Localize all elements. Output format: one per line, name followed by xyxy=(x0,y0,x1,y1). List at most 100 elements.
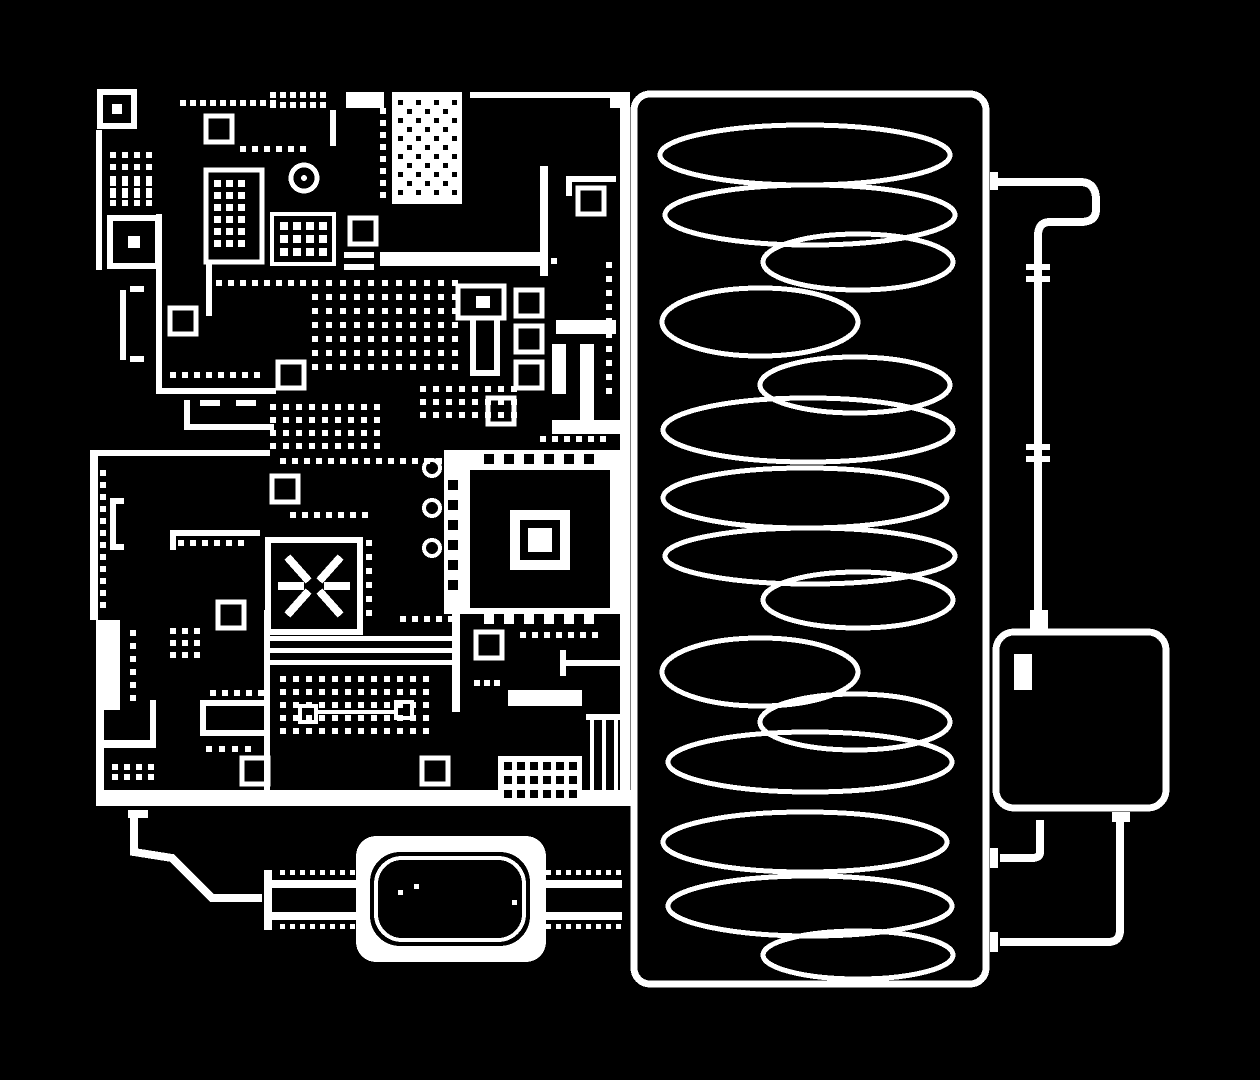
solder-dot xyxy=(122,164,128,170)
cable-dot xyxy=(320,870,325,875)
memory-hole xyxy=(407,127,412,132)
chip-cell xyxy=(238,192,245,199)
pad xyxy=(203,113,235,145)
cable-dot xyxy=(546,924,551,929)
solder-dot xyxy=(170,628,176,634)
solder-dot xyxy=(319,676,325,682)
solder-dot xyxy=(270,417,276,423)
solder-dot xyxy=(350,512,356,518)
chip-cell xyxy=(293,248,301,256)
bank-hole xyxy=(556,790,564,798)
solder-dot xyxy=(374,443,380,449)
solder-dot xyxy=(459,412,465,418)
solder-dot xyxy=(319,702,325,708)
solder-dot xyxy=(170,640,176,646)
solder-dot xyxy=(219,746,225,752)
cable-dot xyxy=(330,870,335,875)
solder-dot xyxy=(438,308,444,314)
memory-hole xyxy=(443,109,448,114)
solder-dot xyxy=(148,764,154,770)
solder-dot xyxy=(520,632,526,638)
power-cell xyxy=(990,172,1170,952)
cable-dot xyxy=(616,924,621,929)
solder-dot xyxy=(354,350,360,356)
board-left-edge-upper xyxy=(96,130,102,270)
solder-dot xyxy=(606,360,612,366)
pad xyxy=(167,305,199,337)
pad xyxy=(575,185,607,217)
solder-dot xyxy=(309,443,315,449)
chip-pin xyxy=(504,454,514,464)
solder-dot xyxy=(551,258,557,264)
fan-housing xyxy=(265,537,363,635)
pad-core xyxy=(128,236,140,248)
solder-dot xyxy=(290,92,296,98)
solder-dot xyxy=(564,436,570,442)
solder-dot xyxy=(424,280,430,286)
solder-dot xyxy=(588,436,594,442)
solder-dot xyxy=(110,200,116,206)
solder-dot xyxy=(374,404,380,410)
solder-dot xyxy=(412,458,418,464)
chip-array-cells xyxy=(280,222,327,256)
solder-dot xyxy=(296,443,302,449)
board-bottom-edge xyxy=(96,790,631,806)
cable-connector xyxy=(128,810,622,962)
chip-pin xyxy=(564,614,574,624)
solder-dot xyxy=(358,728,364,734)
chip-pin xyxy=(544,454,554,464)
memory-hole xyxy=(416,118,421,123)
solder-dot xyxy=(352,458,358,464)
solder-dot xyxy=(568,632,574,638)
chip-cell xyxy=(226,192,233,199)
solder-dot xyxy=(194,640,200,646)
traces xyxy=(96,92,622,806)
solder-dot xyxy=(283,443,289,449)
solder-dot xyxy=(361,430,367,436)
memory-hole xyxy=(443,181,448,186)
solder-dot xyxy=(410,364,416,370)
solder-dot xyxy=(322,417,328,423)
chip-cell xyxy=(226,216,233,223)
chip-cell xyxy=(238,228,245,235)
solder-dot xyxy=(270,92,276,98)
memory-hole xyxy=(434,118,439,123)
solder-dot xyxy=(396,350,402,356)
solder-dot xyxy=(124,774,130,780)
solder-dot xyxy=(606,290,612,296)
solder-dot xyxy=(332,689,338,695)
solder-dot xyxy=(110,188,116,194)
board-right-edge xyxy=(620,100,630,800)
coil-loop xyxy=(659,635,861,709)
solder-dot xyxy=(190,100,196,106)
solder-dot xyxy=(300,280,306,286)
cable-dot xyxy=(310,870,315,875)
bank-hole xyxy=(569,776,577,784)
memory-hole xyxy=(398,118,403,123)
board-left-edge-mid xyxy=(90,450,98,620)
solder-dot xyxy=(130,669,136,675)
memory-hole xyxy=(452,118,457,123)
solder-dot xyxy=(446,399,452,405)
solder-dot xyxy=(498,399,504,405)
solder-dot xyxy=(380,168,386,174)
memory-hole xyxy=(398,136,403,141)
solder-dot xyxy=(250,100,256,106)
bank-hole xyxy=(504,790,512,798)
solder-dot xyxy=(180,100,186,106)
memory-hole xyxy=(443,145,448,150)
solder-dot xyxy=(170,372,176,378)
cable-dot xyxy=(576,870,581,875)
solder-dot xyxy=(136,774,142,780)
chip-cell xyxy=(238,216,245,223)
memory-hole xyxy=(443,127,448,132)
solder-dot xyxy=(178,540,184,546)
chip-cell xyxy=(214,240,221,247)
solder-dot xyxy=(358,689,364,695)
solder-dot xyxy=(226,540,232,546)
capacitors xyxy=(422,458,442,558)
solder-dot xyxy=(368,294,374,300)
solder-dot xyxy=(206,746,212,752)
solder-dots xyxy=(100,92,612,804)
